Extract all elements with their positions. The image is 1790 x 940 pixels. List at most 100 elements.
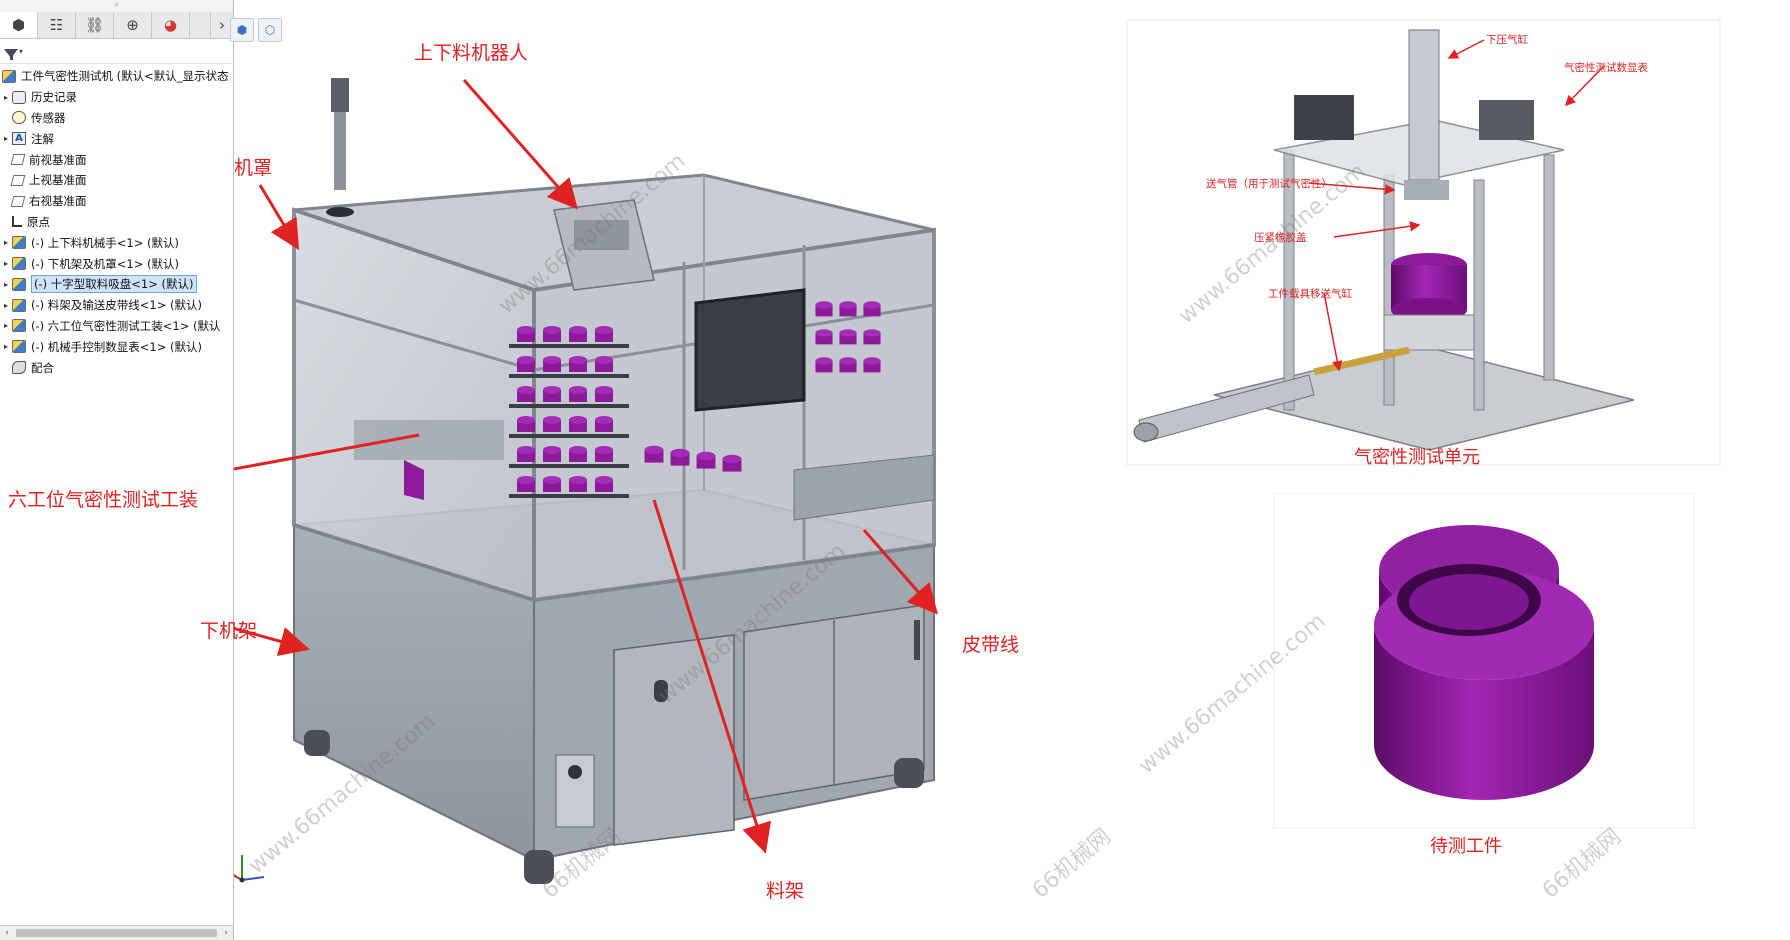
expand-arrow-icon[interactable]: ▸	[3, 259, 8, 269]
workpiece-body	[839, 305, 857, 317]
callout-cover: 机罩	[234, 157, 273, 179]
panel-grip[interactable]: ◦	[0, 0, 233, 12]
workpiece-top	[863, 301, 881, 309]
tree-item[interactable]: 配合	[0, 357, 233, 378]
filter-icon	[4, 48, 18, 58]
part-icon	[12, 319, 26, 333]
feature-manager-tab[interactable]: ⬢	[0, 12, 38, 38]
property-manager-tab[interactable]: ☷	[38, 12, 76, 38]
workpiece-body	[815, 305, 833, 317]
workpiece-top	[543, 326, 561, 334]
workpiece-top	[517, 446, 535, 454]
tree-item-label: 原点	[27, 214, 50, 229]
workpiece-top	[863, 329, 881, 337]
heads-up-toolbar: ⬢ ⬡	[230, 18, 282, 42]
tree-item[interactable]: ▸(-) 上下料机械手<1> (默认)	[0, 232, 233, 253]
watermark: www.66machine.com	[494, 148, 691, 320]
rack-shelf	[509, 494, 629, 498]
workpiece-top	[839, 357, 857, 365]
dimxpert-tab[interactable]: ⊕	[114, 12, 152, 38]
workpiece-top	[517, 386, 535, 394]
graphics-area[interactable]: ⬢ ⬡ 上下料机器人 机罩 下机架 皮带线 料架 气密性测试单元 待测工件 下压…	[200, 0, 1790, 940]
callout-air-tube: 送气管（用于测试气密性）	[1206, 178, 1332, 190]
watermark-cn: 66机械网	[1537, 824, 1626, 904]
expand-arrow-icon[interactable]: ▸	[3, 321, 8, 331]
workpiece-top	[644, 445, 664, 455]
workpiece-top	[569, 386, 587, 394]
view-orientation-button[interactable]: ⬢	[230, 18, 254, 42]
tree-item-label: 配合	[31, 360, 54, 375]
workpiece-top	[815, 357, 833, 365]
workpiece-rack	[509, 301, 881, 498]
workpiece-top	[543, 446, 561, 454]
workpiece-body	[839, 361, 857, 373]
tree-filter[interactable]: ▾	[0, 39, 233, 64]
feature-manager-panel: ◦ ⬢ ☷ ⛓ ⊕ ◕ › ▾ 工件气密性测试机 (默认<默认_显示状态 ▸历史…	[0, 0, 234, 940]
tree-item[interactable]: ▸ (-) 下机架及机罩<1> (默认)	[0, 253, 233, 274]
expand-arrow-icon[interactable]: ▸	[3, 279, 8, 289]
workpiece-top	[595, 446, 613, 454]
callout-lower-frame: 下机架	[200, 620, 258, 642]
color-wheel-icon: ◕	[163, 16, 178, 34]
tree-item-label: 前视基准面	[29, 152, 87, 167]
workpiece-top	[595, 356, 613, 364]
configuration-manager-tab[interactable]: ⛓	[76, 12, 114, 38]
machine-cover	[292, 78, 936, 603]
scroll-left-icon[interactable]: ‹	[5, 928, 9, 938]
expand-arrow-icon[interactable]: ▸	[3, 342, 8, 352]
tree-item[interactable]: 右视基准面	[0, 191, 233, 212]
workpiece-body	[863, 361, 881, 373]
tree-item-label: (-) 下机架及机罩<1> (默认)	[31, 256, 179, 271]
workpiece-body	[815, 333, 833, 345]
tree-item[interactable]: ▸ (-) 机械手控制数显表<1> (默认)	[0, 336, 233, 357]
tree-item-label: 右视基准面	[29, 194, 87, 209]
workpiece-top	[839, 301, 857, 309]
tree-item[interactable]: 传感器	[0, 108, 233, 129]
tree-root-label: 工件气密性测试机 (默认<默认_显示状态	[21, 69, 229, 84]
cube-icon: ⬢	[236, 23, 248, 37]
part-icon	[12, 340, 26, 354]
workpiece-top	[569, 356, 587, 364]
part-icon	[12, 236, 26, 250]
expand-arrow-icon[interactable]: ▸	[3, 300, 8, 310]
tree-item[interactable]: 前视基准面	[0, 149, 233, 170]
tree-item[interactable]: ▸(-) 六工位气密性测试工装<1> (默认	[0, 316, 233, 337]
tree-item[interactable]: ▸(-) 十字型取料吸盘<1> (默认)	[0, 274, 233, 295]
plane-icon	[10, 195, 26, 207]
callout-carrier-cylinder: 工件载具移送气缸	[1268, 288, 1352, 300]
workpiece-title: 待测工件	[1430, 836, 1502, 857]
workpiece-top	[595, 326, 613, 334]
scroll-thumb[interactable]	[16, 929, 217, 937]
workpiece-top	[517, 326, 535, 334]
air-test-unit-title: 气密性测试单元	[1354, 447, 1480, 468]
workpiece-top	[517, 356, 535, 364]
tree-item-label: (-) 机械手控制数显表<1> (默认)	[31, 339, 202, 354]
expand-arrow-icon[interactable]: ▸	[3, 238, 8, 248]
workpiece-top	[543, 356, 561, 364]
air-test-unit-detail	[1126, 19, 1721, 466]
tree-item[interactable]: 原点	[0, 212, 233, 233]
callout-display: 气密性测试数显表	[1564, 62, 1648, 74]
feature-manager-icon: ⬢	[11, 16, 26, 34]
callout-arrows	[234, 79, 938, 854]
scroll-right-icon[interactable]: ›	[224, 928, 228, 938]
tree-item[interactable]: ▸(-) 料架及输送皮带线<1> (默认)	[0, 295, 233, 316]
callout-belt: 皮带线	[962, 634, 1020, 656]
tree-item[interactable]: 上视基准面	[0, 170, 233, 191]
sensor-icon	[12, 111, 26, 125]
rack-shelf	[509, 464, 629, 468]
tree-item-label: 上视基准面	[29, 173, 87, 188]
tree-root[interactable]: 工件气密性测试机 (默认<默认_显示状态	[0, 66, 233, 87]
expand-arrow-icon[interactable]: ▸	[3, 134, 8, 144]
tree-item[interactable]: ▸历史记录	[0, 87, 233, 108]
horizontal-scrollbar[interactable]: ‹ ›	[0, 925, 233, 940]
callout-rack: 料架	[766, 880, 805, 902]
workpiece-top	[543, 386, 561, 394]
display-style-button[interactable]: ⬡	[258, 18, 282, 42]
expand-arrow-icon[interactable]: ▸	[3, 92, 8, 102]
more-tabs-button[interactable]: ›	[210, 12, 233, 38]
watermark: www.66machine.com	[654, 538, 851, 710]
manager-tabs: ⬢ ☷ ⛓ ⊕ ◕ ›	[0, 12, 233, 39]
display-manager-tab[interactable]: ◕	[152, 12, 190, 38]
